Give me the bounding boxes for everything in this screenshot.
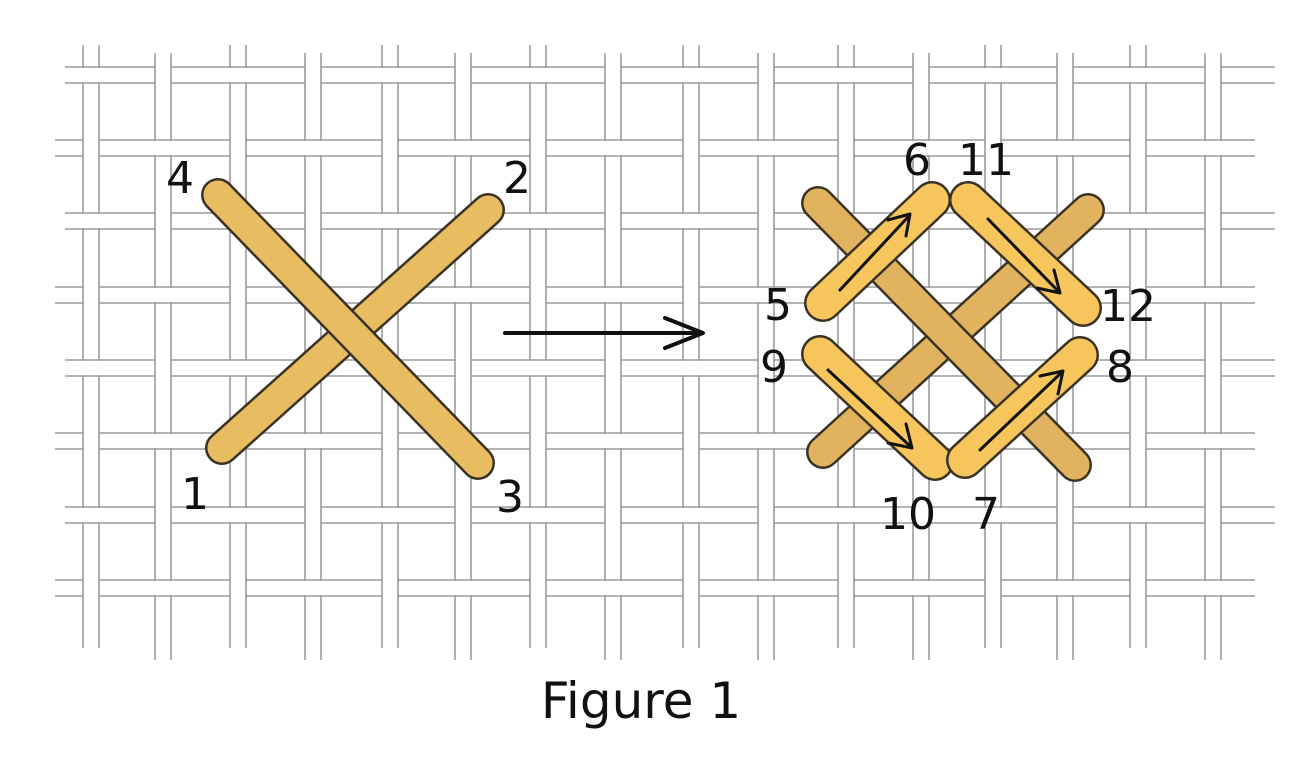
arrow-down-right-icon: [986, 217, 1062, 295]
label-11: 11: [958, 135, 1014, 186]
tie-down-5-to-6: [804, 181, 951, 322]
label-7: 7: [972, 489, 1000, 540]
transition-arrow-icon: [503, 316, 705, 350]
figure-caption: Figure 1: [0, 672, 1300, 730]
tie-down-7-to-8: [946, 336, 1099, 479]
right-stitch-labels: 6 11 5 12 9 8 10 7: [760, 135, 1156, 540]
right-cross-stitch: [801, 181, 1105, 482]
left-stitch-labels: 4 2 1 3: [166, 153, 531, 523]
label-3: 3: [496, 472, 524, 523]
label-9: 9: [760, 342, 788, 393]
left-cross-stitch: [201, 178, 505, 480]
label-6: 6: [903, 135, 931, 186]
label-4: 4: [166, 153, 194, 204]
label-5: 5: [764, 280, 792, 331]
tie-down-9-to-10: [801, 335, 954, 481]
arrow-up-right-icon: [978, 369, 1065, 452]
arrow-down-right-icon: [826, 368, 914, 450]
stitch-3-to-4: [201, 178, 495, 480]
label-10: 10: [880, 489, 936, 540]
label-8: 8: [1106, 342, 1134, 393]
label-2: 2: [503, 153, 531, 204]
tie-down-11-to-12: [949, 181, 1102, 327]
arrow-up-right-icon: [838, 212, 912, 292]
label-1: 1: [181, 469, 209, 520]
figure-caption-text: Figure 1: [540, 672, 742, 730]
label-12: 12: [1100, 281, 1156, 332]
